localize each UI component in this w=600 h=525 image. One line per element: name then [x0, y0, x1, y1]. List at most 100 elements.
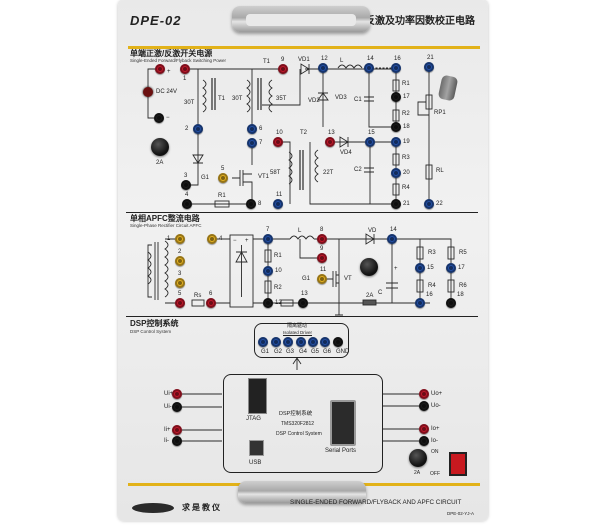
s2-terminal-11[interactable] [317, 274, 327, 284]
io-terminal-iiminus-label: Ii- [164, 438, 169, 444]
s2-terminal-12[interactable] [263, 298, 273, 308]
s1-label-vt1: VT1 [258, 174, 270, 180]
usb-port[interactable] [249, 440, 264, 456]
power-switch[interactable] [449, 452, 467, 476]
fuse-holder-2[interactable] [360, 258, 378, 276]
s1-terminal-5[interactable] [181, 180, 191, 190]
bottom-handle[interactable] [238, 481, 366, 503]
s1-terminal-15[interactable] [325, 137, 335, 147]
io-terminal-uiplus[interactable] [172, 389, 182, 399]
s1-terminal-25[interactable] [424, 199, 434, 209]
s1-terminal-19[interactable] [391, 92, 401, 102]
s1-terminal-22[interactable] [391, 168, 401, 178]
s1-label-c2: C2 [354, 167, 362, 173]
s1-terminal-4[interactable] [193, 124, 203, 134]
s1-label-vd3: VD3 [335, 95, 347, 101]
s1-terminal-6[interactable] [182, 199, 192, 209]
s2-terminal-13[interactable] [298, 298, 308, 308]
s2-label-bplus: + [245, 238, 249, 244]
driver-terminal-g2[interactable] [271, 337, 281, 347]
s1-terminal-6-label: 4 [185, 192, 189, 198]
switch-off-label: OFF [430, 471, 440, 477]
s1-label-rb: R2 [402, 111, 410, 117]
s1-terminal-21[interactable] [391, 137, 401, 147]
s1-label-n3: 35T [276, 96, 287, 102]
s2-label-l: L [298, 228, 302, 234]
io-terminal-iominus[interactable] [419, 436, 429, 446]
s2-terminal-2[interactable] [175, 256, 185, 266]
s1-terminal-13-label: 11 [276, 192, 283, 198]
s1-terminal-11-label: 9 [281, 57, 285, 63]
s1-terminal-11[interactable] [278, 64, 288, 74]
s1-terminal-2[interactable] [180, 64, 190, 74]
s2-terminal-10[interactable] [263, 266, 273, 276]
s1-terminal-9[interactable] [247, 138, 257, 148]
s2-label-r5: R5 [459, 250, 467, 256]
section3-title-cn: DSP控制系统 [130, 319, 179, 328]
s2-terminal-17[interactable] [446, 263, 456, 273]
driver-terminal-g4[interactable] [296, 337, 306, 347]
io-terminal-uominus[interactable] [419, 401, 429, 411]
s2-label-c: C [378, 290, 383, 296]
io-terminal-iiplus[interactable] [172, 425, 182, 435]
s2-terminal-18[interactable] [446, 298, 456, 308]
io-terminal-uiminus[interactable] [172, 402, 182, 412]
s1-label-g1: G1 [201, 175, 210, 181]
fuse-3-label: 2A [414, 470, 421, 476]
s2-terminal-4[interactable] [207, 234, 217, 244]
s2-terminal-7[interactable] [263, 234, 273, 244]
s1-terminal-12[interactable] [273, 137, 283, 147]
s2-terminal-15[interactable] [415, 263, 425, 273]
serial-port[interactable] [330, 400, 356, 446]
s1-terminal-1[interactable] [155, 64, 165, 74]
s2-terminal-6[interactable] [206, 298, 216, 308]
s1-terminal-7[interactable] [218, 173, 228, 183]
s2-terminal-3[interactable] [175, 278, 185, 288]
driver-terminal-g5[interactable] [308, 337, 318, 347]
jtag-label: JTAG [246, 416, 261, 422]
driver-terminal-gnd[interactable] [333, 337, 343, 347]
s1-terminal-18[interactable] [391, 63, 401, 73]
s1-terminal-3[interactable] [154, 113, 164, 123]
s1-label-t1b: T1 [218, 96, 226, 102]
driver-terminal-g6[interactable] [320, 337, 330, 347]
s1-terminal-8[interactable] [247, 124, 257, 134]
s1-terminal-17[interactable] [365, 137, 375, 147]
io-terminal-iiminus[interactable] [172, 436, 182, 446]
driver-terminal-g3[interactable] [283, 337, 293, 347]
s2-terminal-14[interactable] [387, 234, 397, 244]
s2-terminal-5-label: 5 [178, 291, 182, 297]
s2-terminal-8[interactable] [317, 234, 327, 244]
driver-title-cn: 隔离驱动 [287, 323, 308, 329]
s2-terminal-1[interactable] [175, 234, 185, 244]
s1-terminal-16[interactable] [364, 63, 374, 73]
s2-terminal-10-label: 10 [275, 268, 282, 274]
s1-terminal-10[interactable] [246, 199, 256, 209]
s2-terminal-9[interactable] [317, 253, 327, 263]
usb-label: USB [249, 460, 262, 466]
s2-terminal-4-label: 4 [219, 236, 223, 242]
io-terminal-ioplus[interactable] [419, 424, 429, 434]
s1-label-n4: 58T [270, 170, 281, 176]
fuse-holder-3[interactable] [409, 449, 427, 467]
s1-terminal-24[interactable] [424, 62, 434, 72]
io-terminal-uoplus[interactable] [419, 389, 429, 399]
top-handle-grip [246, 14, 356, 26]
s1-terminal-14[interactable] [318, 63, 328, 73]
s2-terminal-3-label: 3 [178, 271, 182, 277]
section-divider-1 [126, 212, 478, 213]
s1-label-rp: RP1 [434, 110, 446, 116]
fuse-holder-1[interactable] [151, 138, 169, 156]
s1-terminal-20[interactable] [391, 122, 401, 132]
driver-terminal-g1[interactable] [258, 337, 268, 347]
s1-terminal-21-label: 19 [403, 139, 410, 145]
s2-terminal-16[interactable] [415, 298, 425, 308]
driver-terminal-gnd-label: GND [336, 349, 350, 355]
s1-label-rd: R4 [402, 185, 410, 191]
s1-terminal-2-label: 1 [183, 76, 187, 82]
s1-terminal-23[interactable] [391, 199, 401, 209]
driver-terminal-g2-label: G2 [274, 349, 283, 355]
s2-terminal-5[interactable] [175, 298, 185, 308]
s1-terminal-13[interactable] [273, 199, 283, 209]
jtag-connector[interactable] [248, 378, 267, 414]
